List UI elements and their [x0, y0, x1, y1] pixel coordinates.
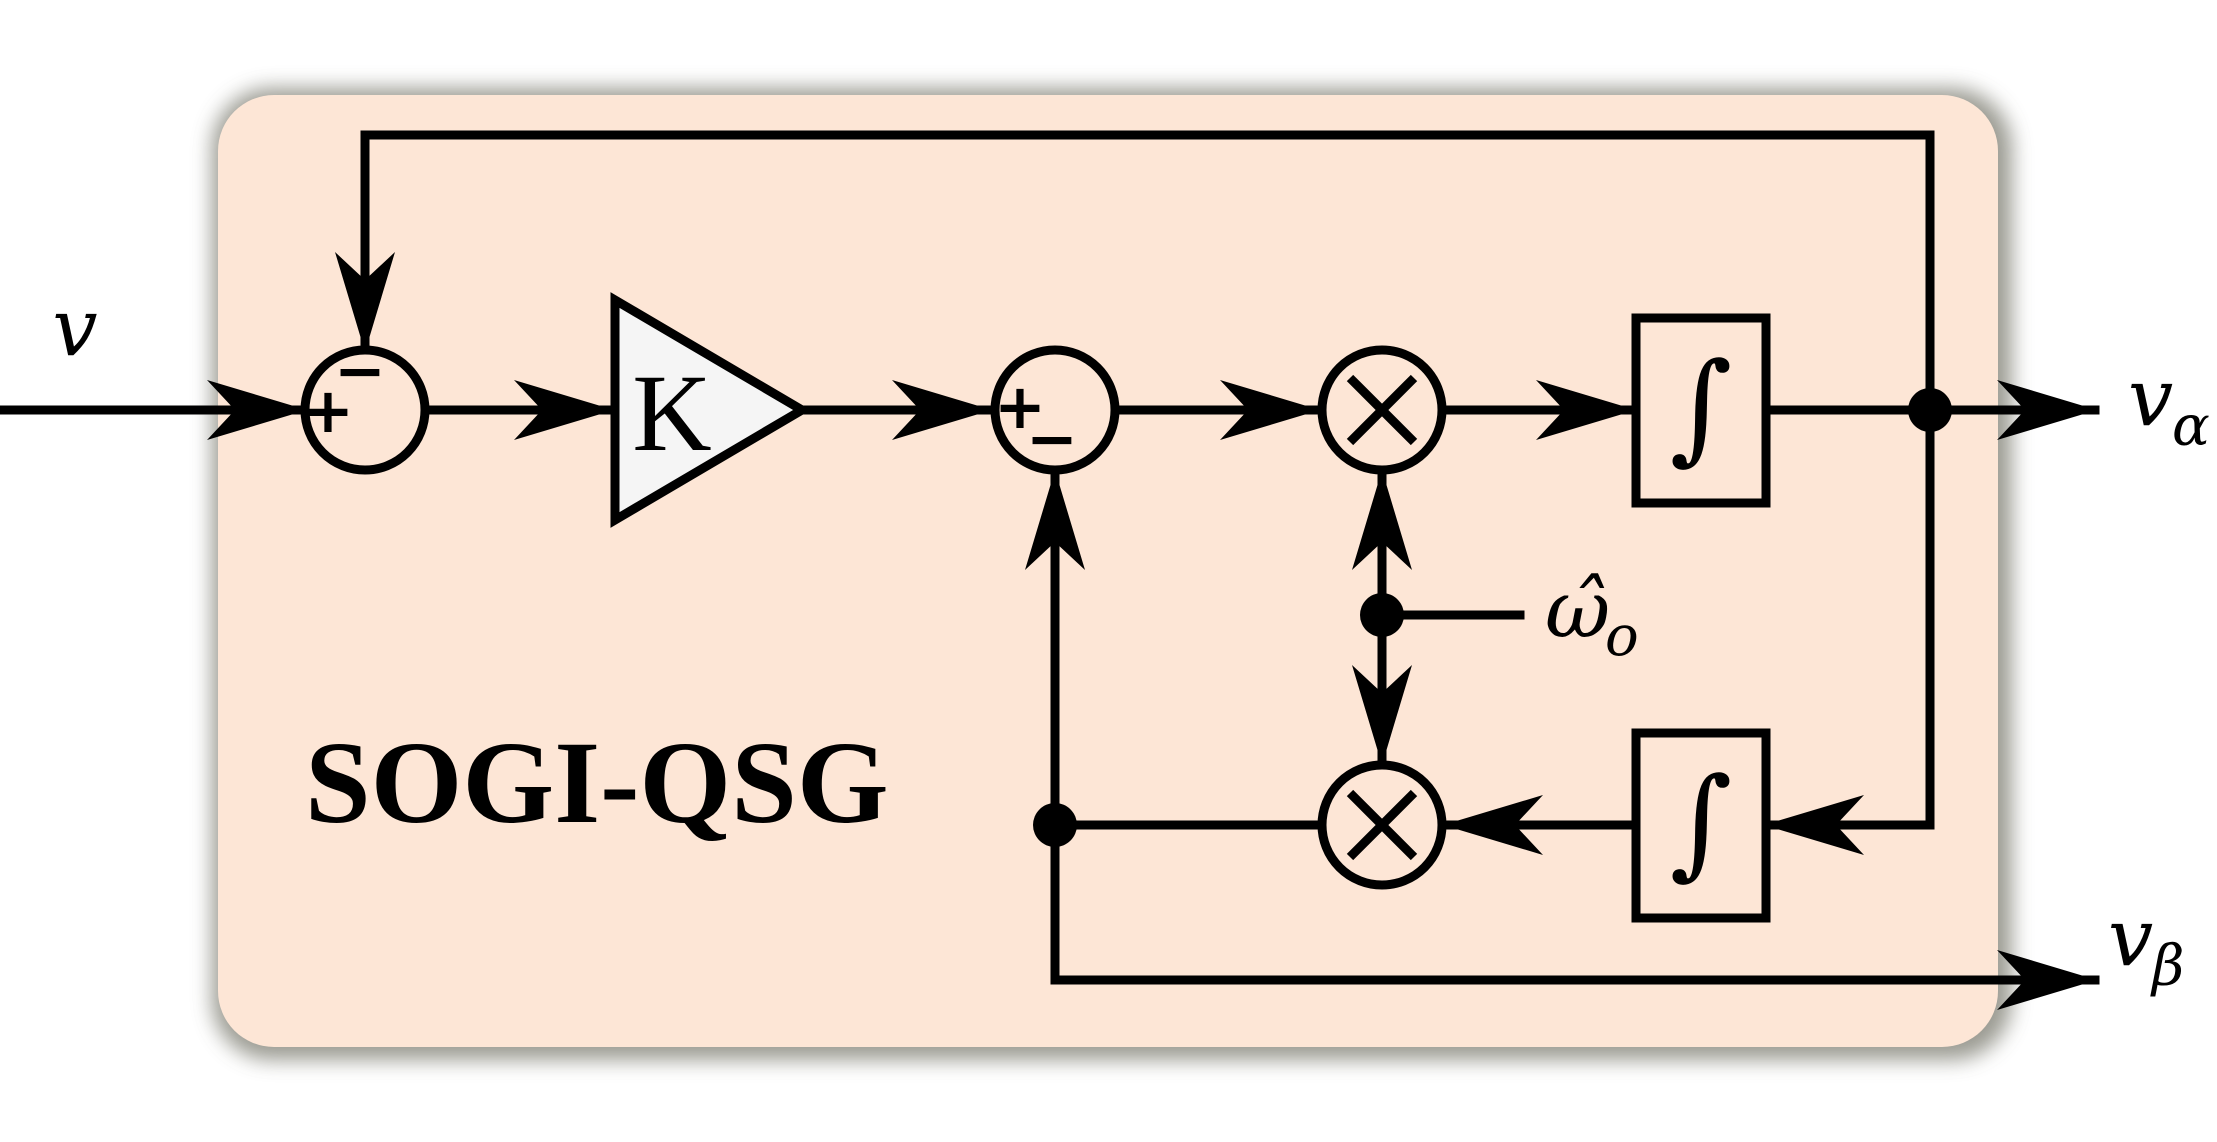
output-beta-line: [1050, 820, 2100, 1010]
output-alpha-v: v: [2128, 351, 2173, 444]
sum-junction-1: + −: [300, 334, 430, 475]
integrator-2-symbol: ∫: [1670, 753, 1733, 892]
output-alpha-label: v α: [2128, 351, 2210, 459]
junction-beta-dot: [1033, 803, 1077, 847]
output-beta-label: v β: [2108, 891, 2184, 999]
block-title: SOGI-QSG: [305, 717, 889, 848]
sum1-minus-sign: −: [334, 334, 386, 407]
gain-block: K: [610, 292, 811, 528]
top-feedback-line: [335, 130, 1935, 415]
sum2-plus-sign: +: [994, 370, 1046, 443]
multiplier-1: [1317, 345, 1447, 475]
frequency-label: ω̂ o: [1545, 563, 1639, 669]
junction-alpha-dot: [1908, 388, 1952, 432]
junction-omega-dot: [1360, 593, 1404, 637]
output-alpha-subscript: α: [2172, 394, 2210, 459]
gain-label: K: [632, 352, 711, 474]
multiplier-2: [1317, 760, 1447, 890]
output-beta-subscript: β: [2150, 934, 2184, 999]
right-down-line: [1761, 405, 1935, 855]
frequency-subscript: o: [1605, 604, 1639, 669]
integrator-2: ∫: [1631, 728, 1771, 923]
frequency-omega: ω̂: [1545, 563, 1610, 656]
signal-lines: [0, 130, 2100, 1010]
integrator-1-symbol: ∫: [1670, 338, 1733, 477]
output-beta-v: v: [2108, 891, 2153, 984]
integrator-1: ∫: [1631, 313, 1771, 508]
sum-junction-2: + −: [990, 345, 1120, 475]
sum2-minus-sign: −: [1026, 402, 1078, 475]
sum1-plus-sign: +: [302, 374, 354, 447]
input-v-label: v: [52, 281, 97, 374]
